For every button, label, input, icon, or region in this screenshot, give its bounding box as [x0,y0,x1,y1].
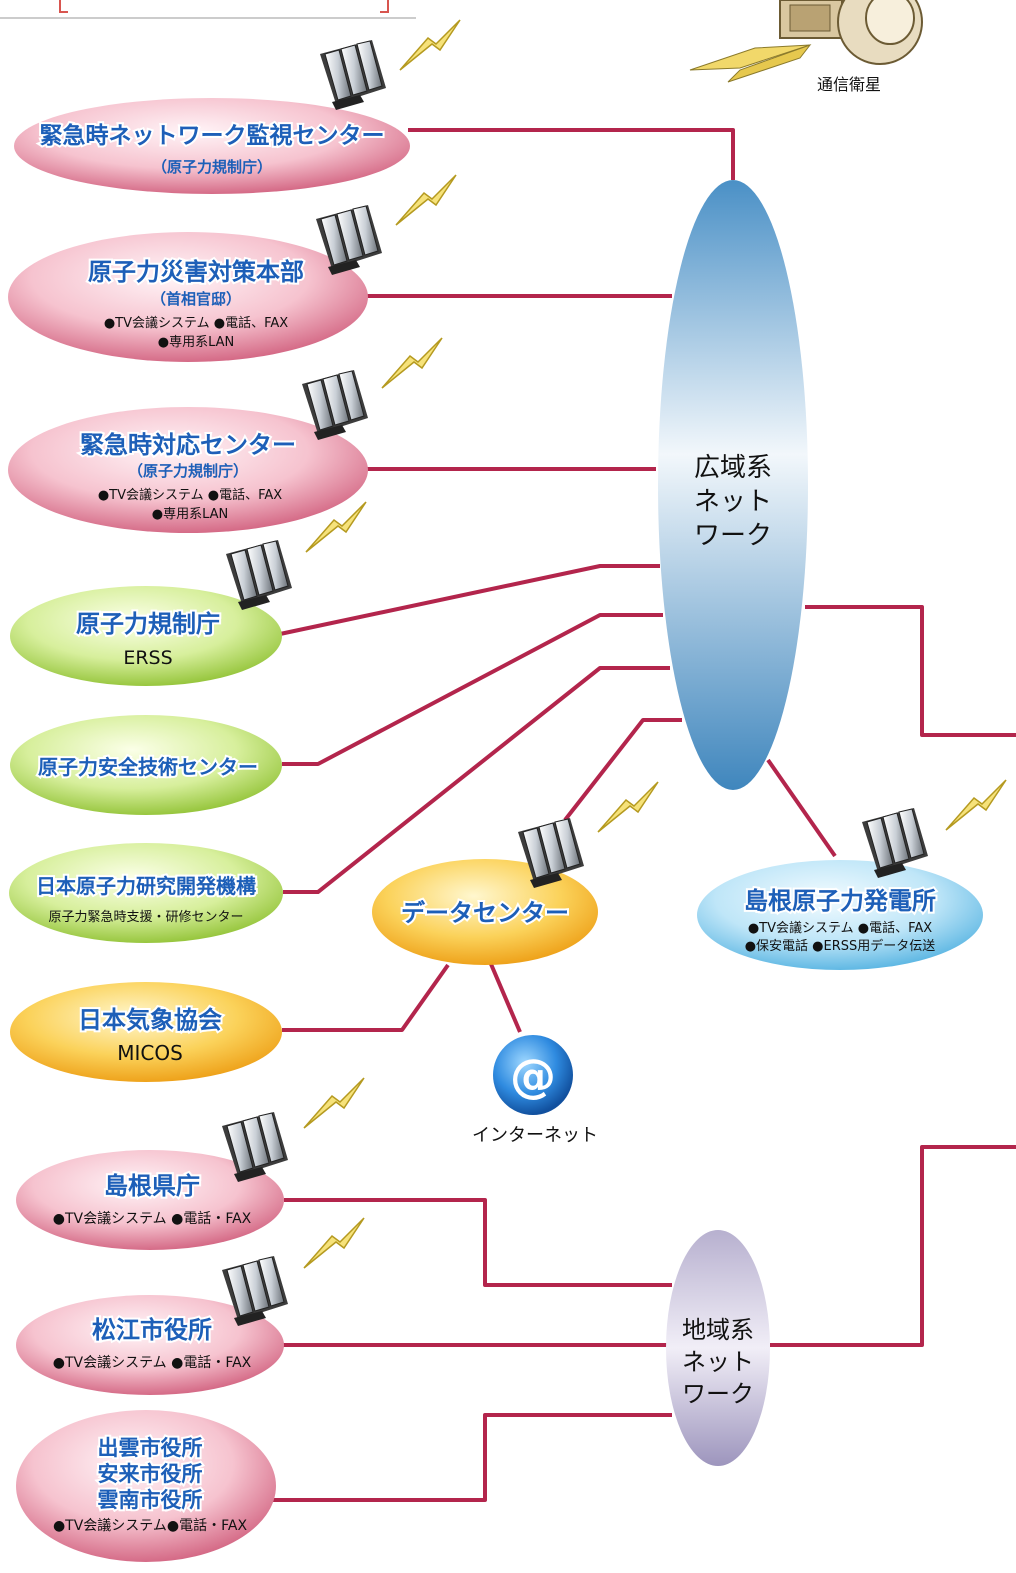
response-center-title: 緊急時対応センター [80,431,296,459]
plant-title: 島根原子力発電所 [744,887,936,915]
matsue-node [16,1295,284,1395]
link-weather [282,963,450,1032]
cities-line-1: ●TV会議システム●電話・FAX [53,1517,247,1534]
plant-node [697,860,983,970]
radio-signal-icon [399,19,461,71]
monitor-center-title: 緊急時ネットワーク監視センター [40,122,385,149]
link-offpage-top [805,605,1016,737]
plant-line-1: ●TV会議システム ●電話、FAX [748,920,932,936]
safety-center-node [10,715,282,815]
connection-lines [270,128,1016,1502]
nra-node [10,586,282,686]
monitor-center-sub: （原子力規制庁） [152,158,272,176]
link-prefecture [284,1198,672,1287]
prefecture-node [16,1150,284,1250]
radio-signal-icon [945,779,1007,831]
link-cities [270,1413,672,1502]
regional-network-line-2: ネット [682,1348,754,1376]
cities-title-2: 安来市役所 [98,1462,203,1486]
weather-title: 日本気象協会 [78,1006,222,1034]
plant-line-2: ●保安電話 ●ERSS用データ伝送 [745,938,936,954]
radio-signal-icon [395,174,457,226]
wide-network-line-2: ネット [694,487,772,517]
hq-line-2: ●専用系LAN [158,335,235,350]
jaea-node [9,843,283,943]
hq-node [8,232,368,362]
cities-title-1: 出雲市役所 [98,1436,203,1460]
link-datacenter [563,718,682,822]
regional-network [666,1230,770,1466]
prefecture-title: 島根県庁 [104,1172,200,1200]
radio-signal-icon [303,1077,365,1129]
matsue-line-1: ●TV会議システム ●電話・FAX [53,1354,252,1371]
hq-title: 原子力災害対策本部 [88,258,304,286]
nra-sub: ERSS [123,647,172,669]
internet-at-symbol: @ [510,1049,556,1103]
prefecture-line-1: ●TV会議システム ●電話・FAX [53,1210,252,1227]
hq-sub: （首相官邸） [151,290,241,308]
response-center-node [8,407,368,533]
radio-signal-icon [381,337,443,389]
satellite-illustration [689,0,923,83]
monitor-center-node [14,98,410,194]
matsue-title: 松江市役所 [92,1316,212,1344]
link-safety [282,613,663,766]
link-offpage-bottom [770,1145,1016,1347]
link-plant [766,758,837,858]
response-center-sub: （原子力規制庁） [128,462,248,480]
jaea-title: 日本原子力研究開発機構 [36,874,256,898]
satellite-dish-icon [319,39,387,111]
radio-signal-icon [597,781,659,833]
satellite-label: 通信衛星 [817,75,881,94]
cities-title-3: 雲南市役所 [98,1488,203,1512]
internet-globe-icon [493,1035,573,1115]
response-center-line-2: ●専用系LAN [152,507,229,522]
nra-title: 原子力規制庁 [76,610,220,638]
header-frame-bracket [59,0,389,13]
safety-center-title: 原子力安全技術センター [38,755,258,779]
link-jaea [283,666,670,894]
cities-node [16,1410,276,1562]
link-nra [279,564,660,636]
internet-label: インターネット [472,1125,598,1146]
radio-signal-icon [303,1217,365,1269]
weather-node [10,982,282,1082]
hq-line-1: ●TV会議システム ●電話、FAX [104,315,288,331]
regional-network-line-1: 地域系 [682,1316,754,1344]
link-monitor [408,128,735,180]
jaea-sub: 原子力緊急時支援・研修センター [48,910,243,925]
regional-network-line-3: ワーク [682,1380,754,1408]
weather-sub: MICOS [117,1041,183,1065]
datacenter-title: データセンター [401,899,569,927]
wide-area-network [658,180,808,790]
response-center-line-1: ●TV会議システム ●電話、FAX [98,487,282,503]
wide-network-line-1: 広域系 [694,453,772,483]
wide-network-line-3: ワーク [694,521,772,551]
